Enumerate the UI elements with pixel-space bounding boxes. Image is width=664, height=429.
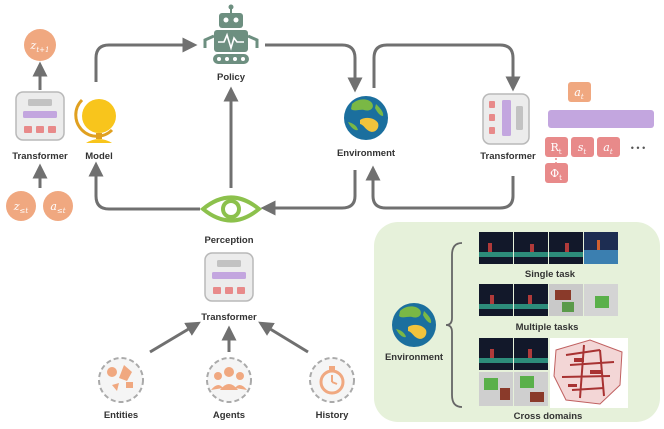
phi-t-base: Φ: [550, 167, 559, 180]
transformer-left: Transformer: [12, 91, 68, 162]
r-t-sub: t: [559, 148, 562, 156]
a-t-token: at: [597, 137, 620, 157]
z-next-badge: zt+1: [24, 29, 56, 61]
history-icon: [309, 357, 355, 403]
s-t-base: s: [578, 141, 584, 154]
s-t-sub: t: [583, 148, 586, 156]
transformer-left-label: Transformer: [12, 151, 68, 162]
arrow-policy-to-environment: [265, 43, 363, 93]
svg-text:a≤t: a≤t: [50, 200, 65, 215]
a-le-badge: a≤t: [43, 191, 73, 221]
arrow-perception-to-model: [88, 161, 200, 211]
svg-text:at: at: [574, 86, 584, 101]
z-le-badge: z≤t: [6, 191, 36, 221]
r-t-base: R: [550, 141, 559, 154]
model-globe-icon: [74, 98, 116, 143]
phi-t-sub: t: [559, 174, 562, 182]
environment-globe-icon: [344, 96, 388, 140]
single-task-frames: [479, 232, 618, 264]
environment-panel-globe-icon: [392, 303, 436, 347]
a-t-top-token: at: [568, 82, 591, 102]
model-label: Model: [85, 151, 112, 162]
environment-panel-label: Environment: [385, 352, 444, 363]
token-ellipsis: • • •: [631, 143, 645, 153]
svg-text:Φt: Φt: [550, 167, 562, 182]
z-le-base: z: [13, 200, 20, 213]
agents-icon: [206, 357, 252, 403]
agents-label: Agents: [213, 410, 245, 421]
a-le-sub: ≤t: [57, 207, 66, 215]
arrow-transformer-to-environment: [365, 165, 515, 210]
z-next-base: z: [30, 39, 37, 52]
entities-label: Entities: [104, 410, 138, 421]
robot-icon: [203, 4, 259, 64]
multiple-tasks-label: Multiple tasks: [516, 322, 579, 333]
arrow-model-to-policy: [94, 37, 198, 82]
cross-domains-frames: [479, 338, 628, 408]
a-t-top-sub: t: [581, 93, 584, 101]
a-t-sub: t: [610, 148, 613, 156]
history-label: History: [316, 410, 349, 421]
arrow-environment-to-perception: [260, 170, 357, 216]
transformer-right: Transformer: [480, 93, 536, 162]
svg-text:z≤t: z≤t: [13, 200, 29, 215]
arrow-environment-to-transformer: [372, 43, 521, 92]
arrows: [32, 37, 521, 354]
a-le-base: a: [50, 200, 57, 213]
single-task-label: Single task: [525, 269, 576, 280]
perception-label: Perception: [204, 235, 253, 246]
entities-icon: [98, 357, 144, 403]
transformer-bottom: Transformer: [201, 252, 257, 323]
environment-top-label: Environment: [337, 148, 396, 159]
r-t-token: Rt: [545, 137, 568, 157]
svg-text:zt+1: zt+1: [30, 39, 50, 54]
panel-brace: [445, 242, 463, 408]
policy-label: Policy: [217, 72, 246, 83]
svg-text:Rt: Rt: [550, 141, 561, 156]
transformer-bottom-label: Transformer: [201, 312, 257, 323]
phi-t-token: Φt: [545, 163, 568, 183]
z-le-sub: ≤t: [20, 207, 29, 215]
transformer-right-label: Transformer: [480, 151, 536, 162]
arrow-history-to-transformer: [258, 321, 309, 354]
eye-icon: [199, 195, 263, 223]
output-embedding-bar: [548, 110, 654, 128]
a-t-top-base: a: [574, 86, 581, 99]
cross-domains-label: Cross domains: [514, 411, 583, 422]
multiple-tasks-frames: [479, 284, 618, 316]
svg-text:st: st: [578, 141, 587, 156]
a-t-base: a: [603, 141, 610, 154]
z-next-sub: t+1: [36, 46, 49, 54]
s-t-token: st: [571, 137, 594, 157]
arrow-entities-to-transformer: [149, 321, 201, 354]
svg-text:at: at: [603, 141, 613, 156]
